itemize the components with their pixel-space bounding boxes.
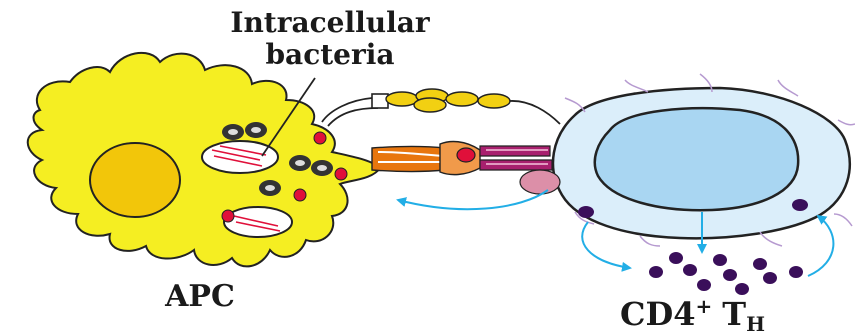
- th-label-sub: H: [746, 312, 765, 332]
- vesicle-1: [222, 124, 244, 140]
- th-nucleus: [595, 108, 798, 210]
- bacteria-vacuole-2: [224, 207, 292, 237]
- th-label-sup: +: [695, 294, 712, 318]
- cytokine-dot: [763, 272, 777, 284]
- bacteria-label-line2: bacteria: [265, 38, 394, 71]
- cytokine-dot: [735, 283, 749, 295]
- cytokine-dot: [723, 269, 737, 281]
- cytokine-dot: [792, 199, 808, 211]
- cytokine-dot: [789, 266, 803, 278]
- th-label: CD4+ TH: [620, 294, 765, 332]
- cytokine-dot: [753, 258, 767, 270]
- th-label-cd4: CD4: [620, 295, 695, 332]
- vesicle-5: [259, 180, 281, 196]
- cytokine-dot: [683, 264, 697, 276]
- apc-label: APC: [164, 279, 235, 314]
- vesicle-3: [289, 155, 311, 171]
- vesicle-4: [311, 160, 333, 176]
- cytokine-dot: [649, 266, 663, 278]
- th-cell: [553, 74, 855, 246]
- tcr-mhc-complex: [372, 142, 560, 194]
- bacteria-vacuole-1: [202, 141, 278, 173]
- peptide-dot: [222, 210, 234, 222]
- bacteria-label-line1: Intracellular: [230, 6, 431, 39]
- peptide-dot: [294, 189, 306, 201]
- cytokine-dot: [669, 252, 683, 264]
- cytokine-dot: [697, 279, 711, 291]
- vesicle-2: [245, 122, 267, 138]
- autocrine-arrow-right: [808, 216, 833, 276]
- peptide-dot: [314, 132, 326, 144]
- peptide-dot: [335, 168, 347, 180]
- adhesion-molecules: [322, 89, 560, 126]
- costim-signal-arrow: [398, 190, 548, 209]
- cytokine-dot: [713, 254, 727, 266]
- cytokine-dot: [578, 206, 594, 218]
- th-label-t: T: [722, 295, 746, 332]
- apc-cell: [28, 53, 380, 267]
- apc-nucleus: [90, 143, 180, 217]
- cd4-molecule: [520, 170, 560, 194]
